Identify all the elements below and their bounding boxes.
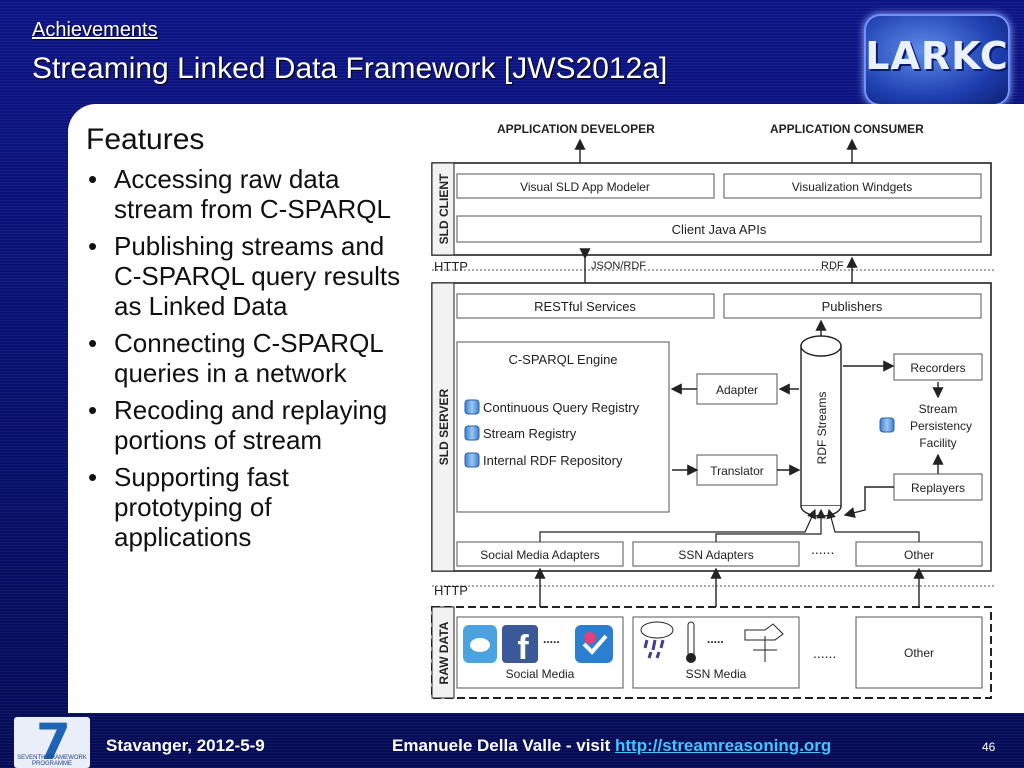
social-to-streams-arrow (539, 508, 816, 542)
foursquare-icon (575, 625, 613, 663)
rdf-streams-cylinder (800, 335, 842, 517)
db-icon (464, 452, 480, 468)
client-java-apis-label: Client Java APIs (672, 222, 767, 237)
svg-text:f: f (517, 629, 529, 667)
persistency-label-line: Persistency (910, 419, 972, 433)
footer-link[interactable]: http://streamreasoning.org (615, 736, 832, 755)
social-media-adapters-label: Social Media Adapters (480, 548, 599, 562)
weathervane-icon (744, 623, 784, 662)
feature-item: Publishing streams and C-SPARQL query re… (84, 231, 414, 321)
db-icon (464, 399, 480, 415)
persistency-label-line: Facility (919, 436, 956, 450)
json-rdf-label: JSON/RDF (591, 260, 646, 272)
feature-item: Accessing raw data stream from C-SPARQL (84, 164, 414, 224)
rain-cloud-icon (640, 621, 674, 659)
sld-server-label: SLD SERVER (437, 388, 451, 465)
footer-author: Emanuele Della Valle - visit http://stre… (392, 736, 831, 756)
http-top-label: HTTP (434, 259, 468, 274)
translator-box (696, 454, 778, 486)
ssn-ellipsis: ..... (707, 632, 724, 646)
replayers-to-streams-arrow (843, 486, 894, 519)
features-list: Accessing raw data stream from C-SPARQL … (84, 164, 414, 559)
http-bottom-label: HTTP (434, 583, 468, 598)
recorders-label: Recorders (910, 361, 965, 375)
raw-data-label: RAW DATA (437, 621, 451, 684)
logo-text: LARKC (865, 34, 1009, 78)
restful-services-box (456, 293, 715, 319)
feature-item: Supporting fast prototyping of applicati… (84, 462, 414, 552)
visual-app-modeler-label: Visual SLD App Modeler (520, 180, 650, 194)
larkc-logo: LARKC (864, 14, 1010, 106)
publishers-box (723, 293, 982, 319)
visualization-widgets-box (723, 173, 982, 199)
thermometer-icon (686, 621, 696, 663)
ssn-adapters-label: SSN Adapters (678, 548, 753, 562)
fp7-logo-caption: SEVENTH FRAMEWORK PROGRAMME (17, 755, 87, 767)
footer-author-text: Emanuele Della Valle - visit (392, 736, 615, 755)
visual-app-modeler-box (456, 173, 715, 199)
translator-label: Translator (710, 464, 764, 478)
recorders-box (893, 353, 983, 381)
app-consumer-label: APPLICATION CONSUMER (770, 122, 924, 136)
csparql-engine-box (456, 341, 670, 513)
replayers-label: Replayers (911, 481, 965, 495)
other-to-streams-arrow (826, 508, 920, 542)
slide-title: Streaming Linked Data Framework [JWS2012… (32, 52, 668, 85)
rdf-label: RDF (821, 260, 844, 272)
ssn-to-streams-arrow (715, 508, 826, 542)
restful-services-label: RESTful Services (534, 299, 636, 314)
engine-item: Stream Registry (483, 426, 577, 441)
raw-ellipsis: ...... (813, 645, 836, 661)
feature-item: Connecting C-SPARQL queries in a network (84, 328, 414, 388)
sld-server-box: SLD SERVER RESTful Services Publishers C… (431, 282, 992, 572)
app-developer-label: APPLICATION DEVELOPER (497, 122, 655, 136)
db-icon (879, 417, 895, 433)
engine-item: Internal RDF Repository (483, 453, 623, 468)
architecture-diagram: APPLICATION DEVELOPER APPLICATION CONSUM… (431, 122, 995, 699)
social-media-label: Social Media (506, 667, 575, 681)
sld-client-box: SLD CLIENT Visual SLD App Modeler Visual… (431, 162, 992, 256)
replayers-box (893, 473, 983, 501)
adapter-label: Adapter (716, 383, 758, 397)
page-number: 46 (982, 740, 996, 754)
rdf-streams-label: RDF Streams (815, 392, 829, 465)
adapters-ellipsis: ...... (811, 541, 834, 557)
sld-client-label: SLD CLIENT (437, 173, 451, 244)
feature-item: Recoding and replaying portions of strea… (84, 395, 414, 455)
visualization-widgets-label: Visualization Windgets (792, 180, 913, 194)
social-ellipsis: ..... (543, 632, 560, 646)
fp7-logo: 7 SEVENTH FRAMEWORK PROGRAMME (14, 717, 90, 768)
raw-data-box: RAW DATA f ..... Social Media ..... (431, 606, 992, 699)
other-raw-box (855, 616, 983, 689)
twitter-icon (463, 625, 497, 663)
ssn-adapters-box (632, 541, 800, 567)
facebook-icon: f (502, 625, 538, 667)
fp7-logo-mark: 7 (36, 717, 71, 768)
other-raw-label: Other (904, 646, 934, 660)
ssn-media-label: SSN Media (686, 667, 747, 681)
csparql-engine-title: C-SPARQL Engine (508, 352, 617, 367)
adapter-box (696, 373, 778, 405)
features-heading: Features (86, 123, 205, 156)
other-adapters-label: Other (904, 548, 934, 562)
client-java-apis-box (456, 215, 982, 243)
footer-location-date: Stavanger, 2012-5-9 (106, 736, 265, 755)
engine-item: Continuous Query Registry (483, 400, 640, 415)
persistency-label-line: Stream (919, 402, 958, 416)
slide-subtitle[interactable]: Achievements (32, 19, 158, 41)
db-icon (464, 425, 480, 441)
publishers-label: Publishers (822, 299, 883, 314)
